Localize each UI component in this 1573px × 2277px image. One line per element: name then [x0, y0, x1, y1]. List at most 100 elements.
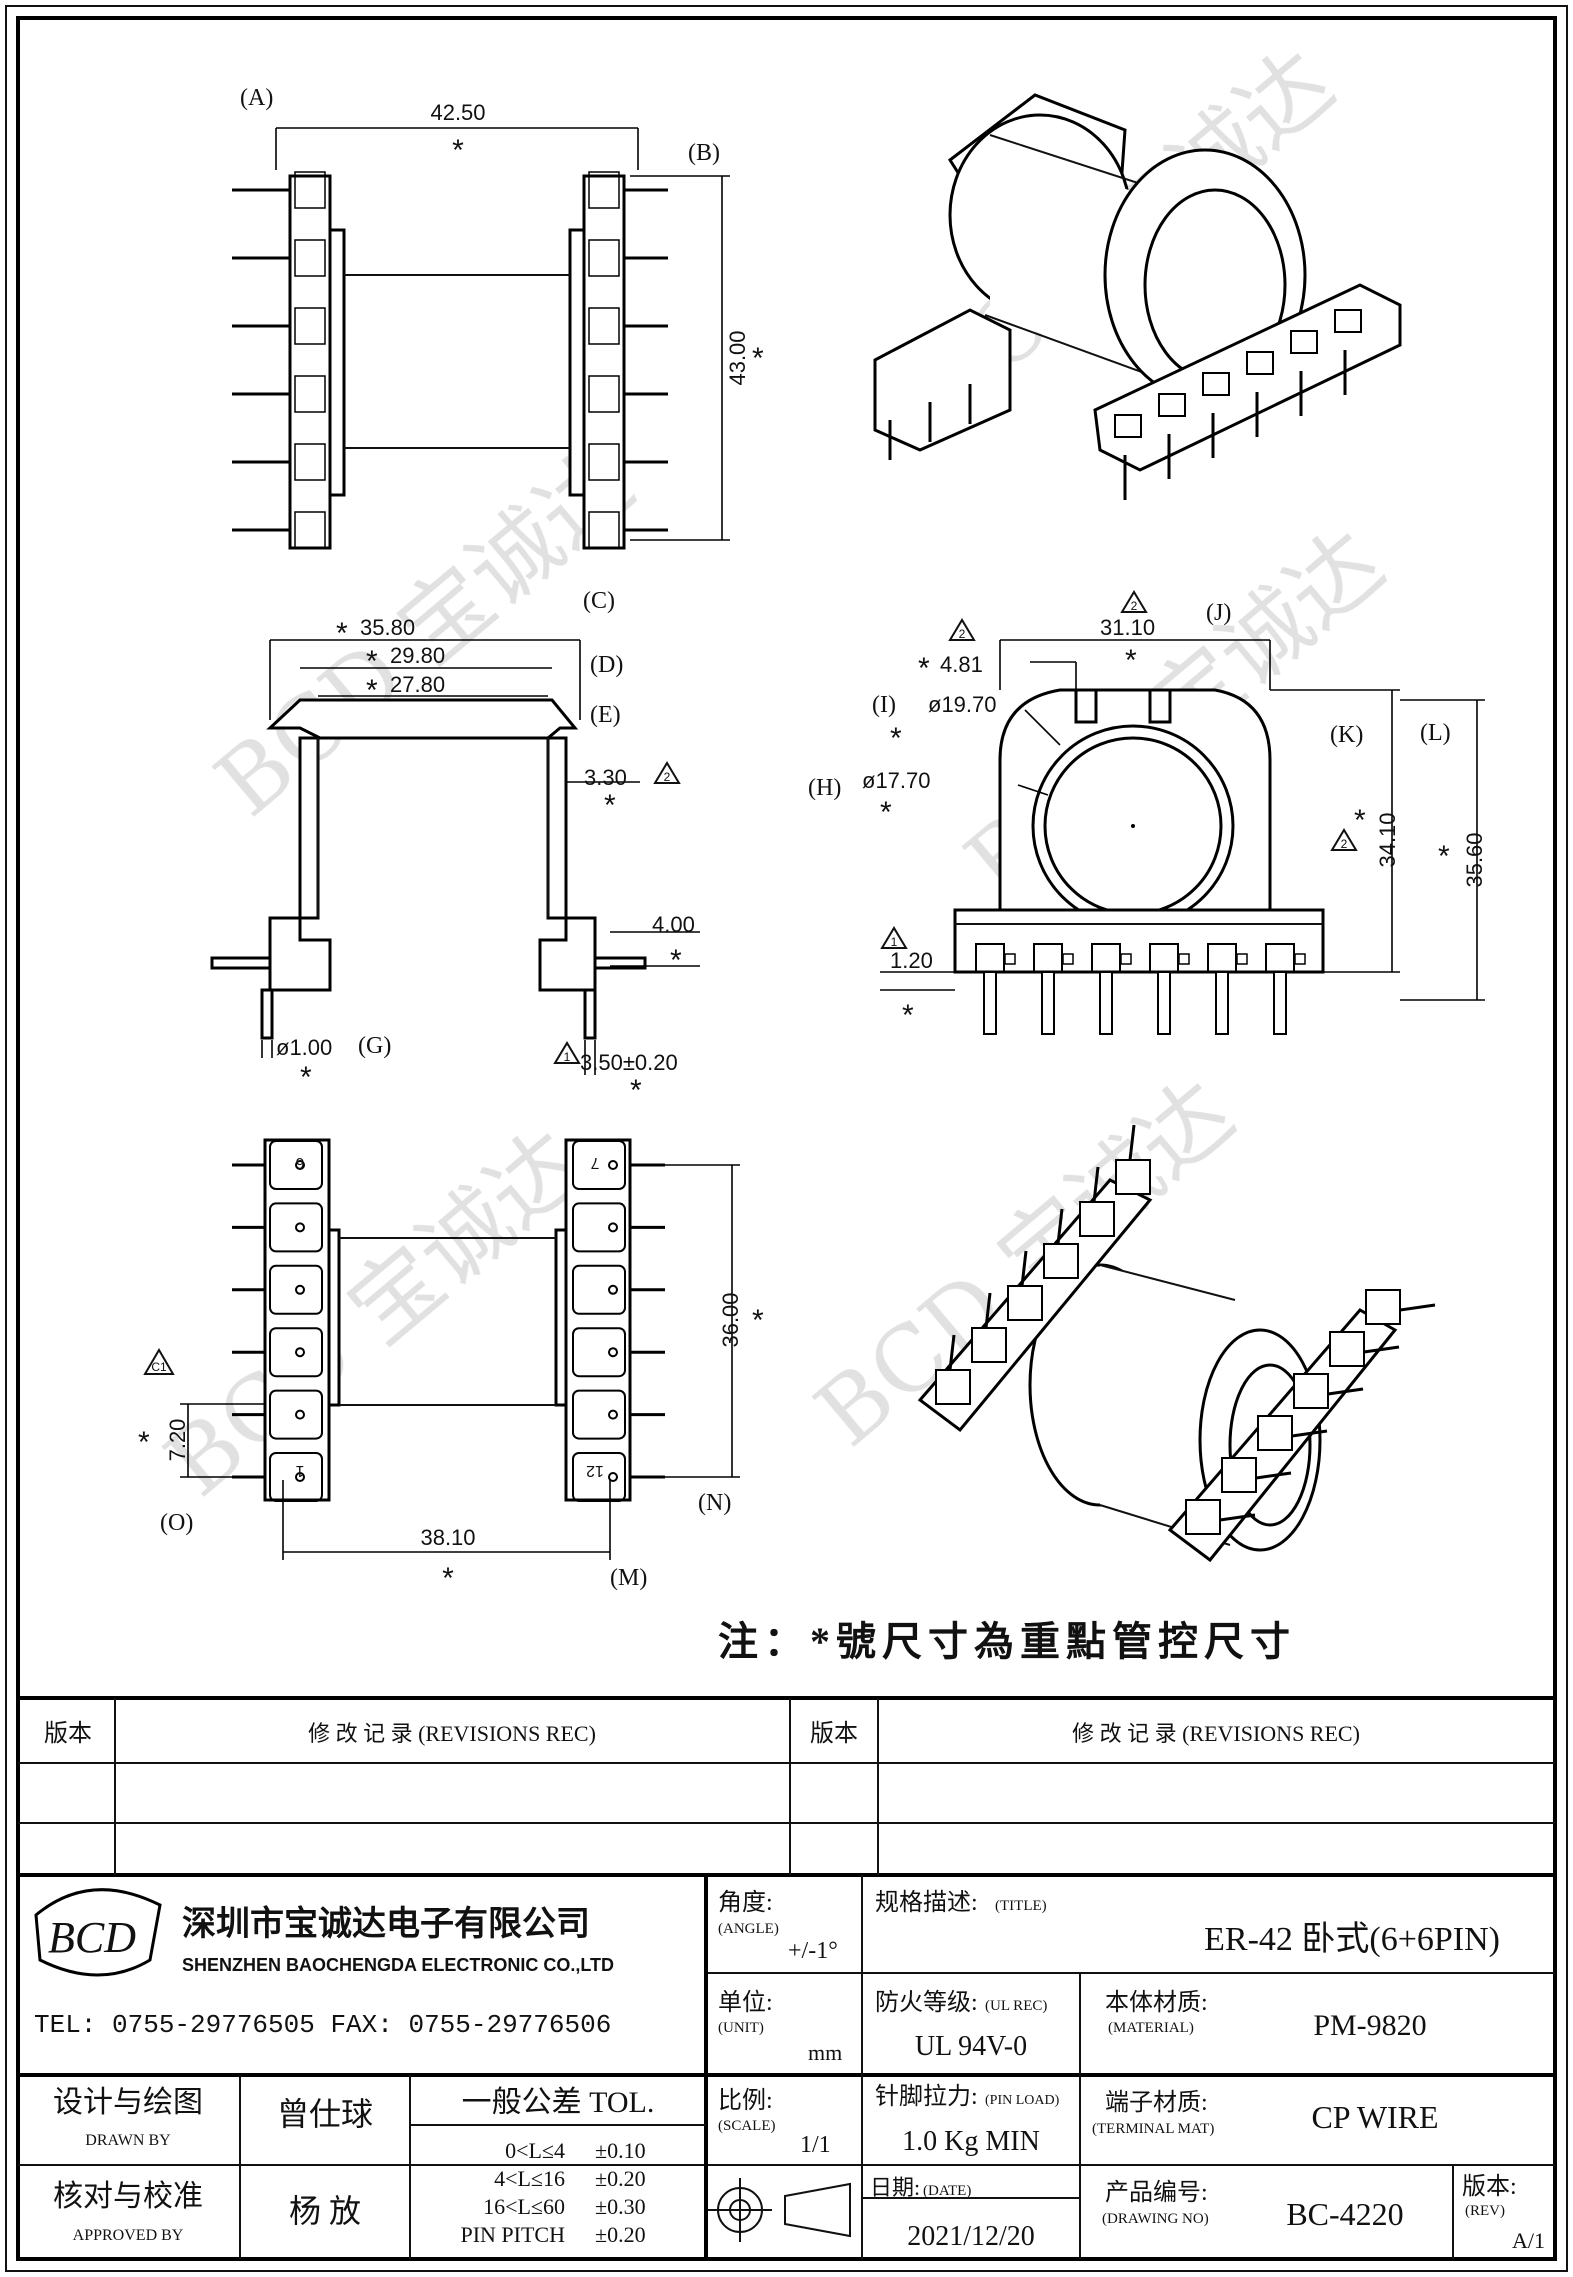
bottom-view: 6 1 7 12 36.00 * 38.10 * 7.20 * (O) (M) …: [138, 1138, 764, 1595]
top-view-pins: [232, 171, 668, 549]
tolerance-range: PIN PITCH: [460, 2222, 565, 2247]
material-label-en: (MATERIAL): [1108, 2020, 1194, 2036]
pin-hole: [295, 1160, 305, 1170]
pin: [1363, 1345, 1400, 1354]
label-d: (D): [590, 652, 623, 678]
terminal-pad: [269, 1452, 323, 1502]
terminal-pad: [269, 1264, 323, 1315]
pin: [1399, 1303, 1436, 1312]
pin-hole: [608, 1472, 618, 1482]
label-o: (O): [160, 1510, 193, 1536]
terminal-notch: [1091, 943, 1121, 973]
terminal-notch: [1334, 309, 1362, 333]
dim-pin-length-value: 3.50±0.20: [580, 1050, 678, 1075]
tolerance-range: 4<L≤16: [494, 2166, 565, 2191]
unit-label-en: (UNIT): [718, 2020, 764, 2036]
dim-foot-value: 4.00: [652, 912, 695, 937]
dim-height-value: 43.00: [725, 330, 750, 385]
pin-hole: [608, 1160, 618, 1170]
terminal-slot: [294, 443, 326, 481]
label-b: (B): [688, 140, 720, 166]
iso-view-pins: [888, 309, 1362, 500]
terminal-notch: [1290, 330, 1318, 354]
terminal-hole: [1294, 953, 1306, 965]
pin-hole: [608, 1409, 618, 1420]
pin-number-6: 6: [295, 1154, 304, 1171]
pin-number-1: 1: [295, 1462, 304, 1479]
terminal-pad: [1007, 1285, 1043, 1321]
drawing-no-value: BC-4220: [1286, 2196, 1403, 2232]
key-dim-star: *: [902, 999, 914, 1032]
title-label: 规格描述:: [875, 1889, 978, 1916]
label-k: (K): [1330, 722, 1363, 748]
rev-value: A/1: [1512, 2228, 1545, 2253]
terminal-pad: [1293, 1373, 1329, 1409]
company-name-cn: 深圳市宝诚达电子有限公司: [182, 1904, 590, 1943]
tolerance-table: 0<L≤4 ±0.10 4<L≤16 ±0.20 16<L≤60 ±0.30 P…: [460, 2138, 645, 2247]
title-value: ER-42 卧式(6+6PIN): [1204, 1921, 1500, 1958]
left-wall: [298, 736, 320, 920]
pin-hole: [608, 1284, 618, 1295]
dim-wall-value: 3.30: [584, 765, 627, 790]
dim-e-value: 27.80: [390, 672, 445, 697]
pin-number-12: 12: [586, 1462, 604, 1479]
terminal-pad: [1221, 1457, 1257, 1493]
dim-inner-dia-value: ø17.70: [862, 768, 931, 793]
iso-view-pins: [935, 1124, 1436, 1535]
dim-base-value: 1.20: [890, 948, 933, 973]
terminal-pad: [935, 1369, 971, 1405]
dim-pin-dia-value: ø1.00: [276, 1035, 332, 1060]
terminal-pad: [1365, 1289, 1401, 1325]
pin: [1255, 1471, 1292, 1480]
dim-pitch-value: 7.20: [165, 1419, 190, 1462]
terminal-pad: [572, 1452, 626, 1502]
pin: [1219, 1513, 1256, 1522]
terminal-notch: [1265, 943, 1295, 973]
front-view: 31.10 * (J) 4.81 * (I) ø19.70 * (H) ø17.…: [808, 600, 1487, 1035]
terminal-slot: [588, 375, 620, 413]
terminal-slot: [294, 171, 326, 209]
dim-width-value: 38.10: [420, 1525, 475, 1550]
pin-load-value: 1.0 Kg MIN: [902, 2126, 1040, 2157]
terminal-slot: [294, 307, 326, 345]
pin: [1092, 1166, 1100, 1203]
date-label-en: (DATE): [923, 2183, 971, 2199]
terminal-pad: [1329, 1331, 1365, 1367]
pin-hole: [295, 1347, 305, 1358]
fire-label: 防火等级:: [875, 1989, 978, 2016]
revision-record-header: 修 改 记 录 (REVISIONS REC): [308, 1721, 596, 1746]
right-rail-step: [554, 1228, 568, 1407]
company-name-en: SHENZHEN BAOCHENGDA ELECTRONIC CO.,LTD: [182, 1955, 614, 1975]
svg-text:2: 2: [1131, 599, 1138, 613]
key-dim-star: *: [336, 617, 348, 650]
inner-border: [16, 16, 1557, 2261]
title-block: BCD 深圳市宝诚达电子有限公司 SHENZHEN BAOCHENGDA ELE…: [18, 1875, 1555, 2259]
key-dim-star: *: [604, 789, 616, 822]
key-dim-star: *: [890, 722, 902, 755]
front-terminal-block: [1093, 283, 1402, 472]
pin-hole: [295, 1222, 305, 1233]
drawn-by-label: 设计与绘图: [53, 2086, 203, 2119]
logo-lettering: BCD: [48, 1913, 136, 1962]
terminal-notch: [1033, 943, 1063, 973]
pin: [983, 971, 997, 1035]
slot-left: [1074, 688, 1098, 724]
top-view: 42.50 * (A) 43.00 * (B): [232, 85, 764, 550]
key-dim-star: *: [1125, 644, 1137, 677]
key-dim-star: *: [630, 1074, 642, 1107]
terminal-value: CP WIRE: [1311, 2099, 1438, 2135]
material-label: 本体材质:: [1105, 1989, 1208, 2016]
rev-marker-1: 1: [880, 926, 908, 949]
terminal-pad: [269, 1202, 323, 1253]
terminal-pad: [269, 1389, 323, 1440]
svg-text:2: 2: [664, 770, 671, 784]
terminal-notch: [1202, 372, 1230, 396]
terminal-pad: [1115, 1159, 1151, 1195]
dim-height-value: 36.00: [718, 1292, 743, 1347]
terminal-slot: [588, 443, 620, 481]
scale-label-en: (SCALE): [718, 2118, 776, 2134]
key-dim-star: *: [452, 134, 464, 167]
fire-value: UL 94V-0: [915, 2031, 1027, 2062]
rev-marker-2: 2: [1330, 828, 1358, 851]
